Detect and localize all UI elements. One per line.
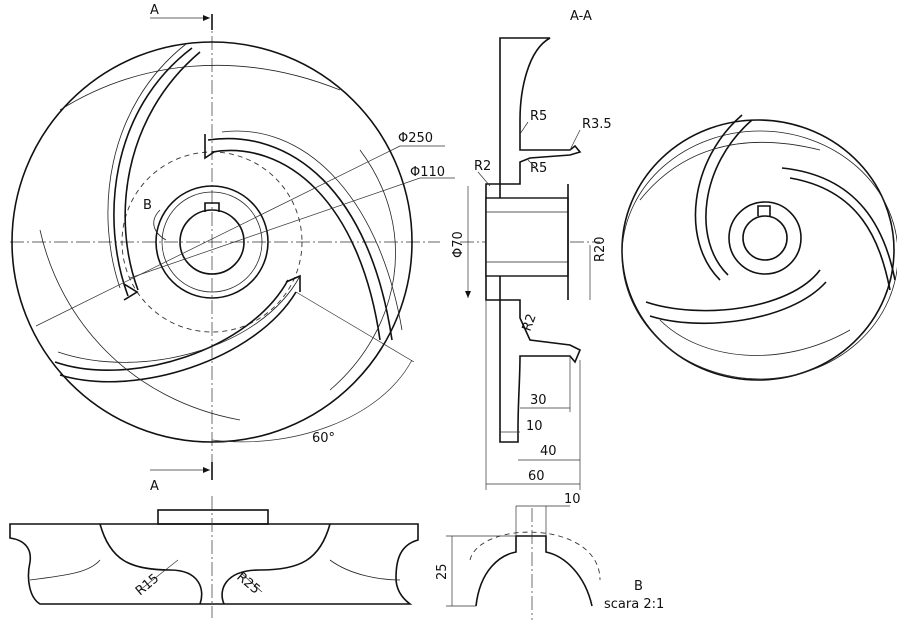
- isometric-view: [621, 114, 897, 381]
- diameter-250-label: Φ250: [398, 131, 433, 146]
- angle-label: 60°: [312, 431, 335, 446]
- scale-label: scara 2:1: [604, 597, 664, 612]
- detail-10-label: 10: [564, 492, 581, 507]
- diameter-70-label: Φ70: [451, 231, 466, 258]
- detail-b-label: B: [634, 579, 643, 594]
- section-title: A-A: [570, 9, 592, 24]
- r3-5-label: R3.5: [582, 117, 612, 132]
- detail-ref-label: B: [143, 198, 152, 213]
- detail-25-label: 25: [435, 563, 450, 580]
- r15-label: R15: [133, 571, 162, 599]
- section-mark-bottom: A: [150, 479, 159, 494]
- r5-top-label: R5: [530, 109, 547, 124]
- dim-30-label: 30: [530, 393, 547, 408]
- dim-60-label: 60: [528, 469, 545, 484]
- section-mark-top: A: [150, 3, 159, 18]
- diameter-110-label: Φ110: [410, 165, 445, 180]
- r2-top-label: R2: [474, 159, 491, 174]
- detail-b: 10 25 B scara 2:1: [435, 492, 664, 620]
- side-view: R15 R25: [9, 496, 419, 618]
- r20-label: R20: [593, 236, 608, 262]
- dim-40-label: 40: [540, 444, 557, 459]
- r5-mid-label: R5: [530, 161, 547, 176]
- r2-bottom-label: R2: [520, 312, 540, 333]
- front-view: A A Φ250 Φ110 B 60°: [10, 3, 455, 494]
- section-view: A-A Φ70 R20 R5 R3.5 R2 R5 R2 30 10 40 60: [451, 9, 612, 490]
- dim-10-label: 10: [526, 419, 543, 434]
